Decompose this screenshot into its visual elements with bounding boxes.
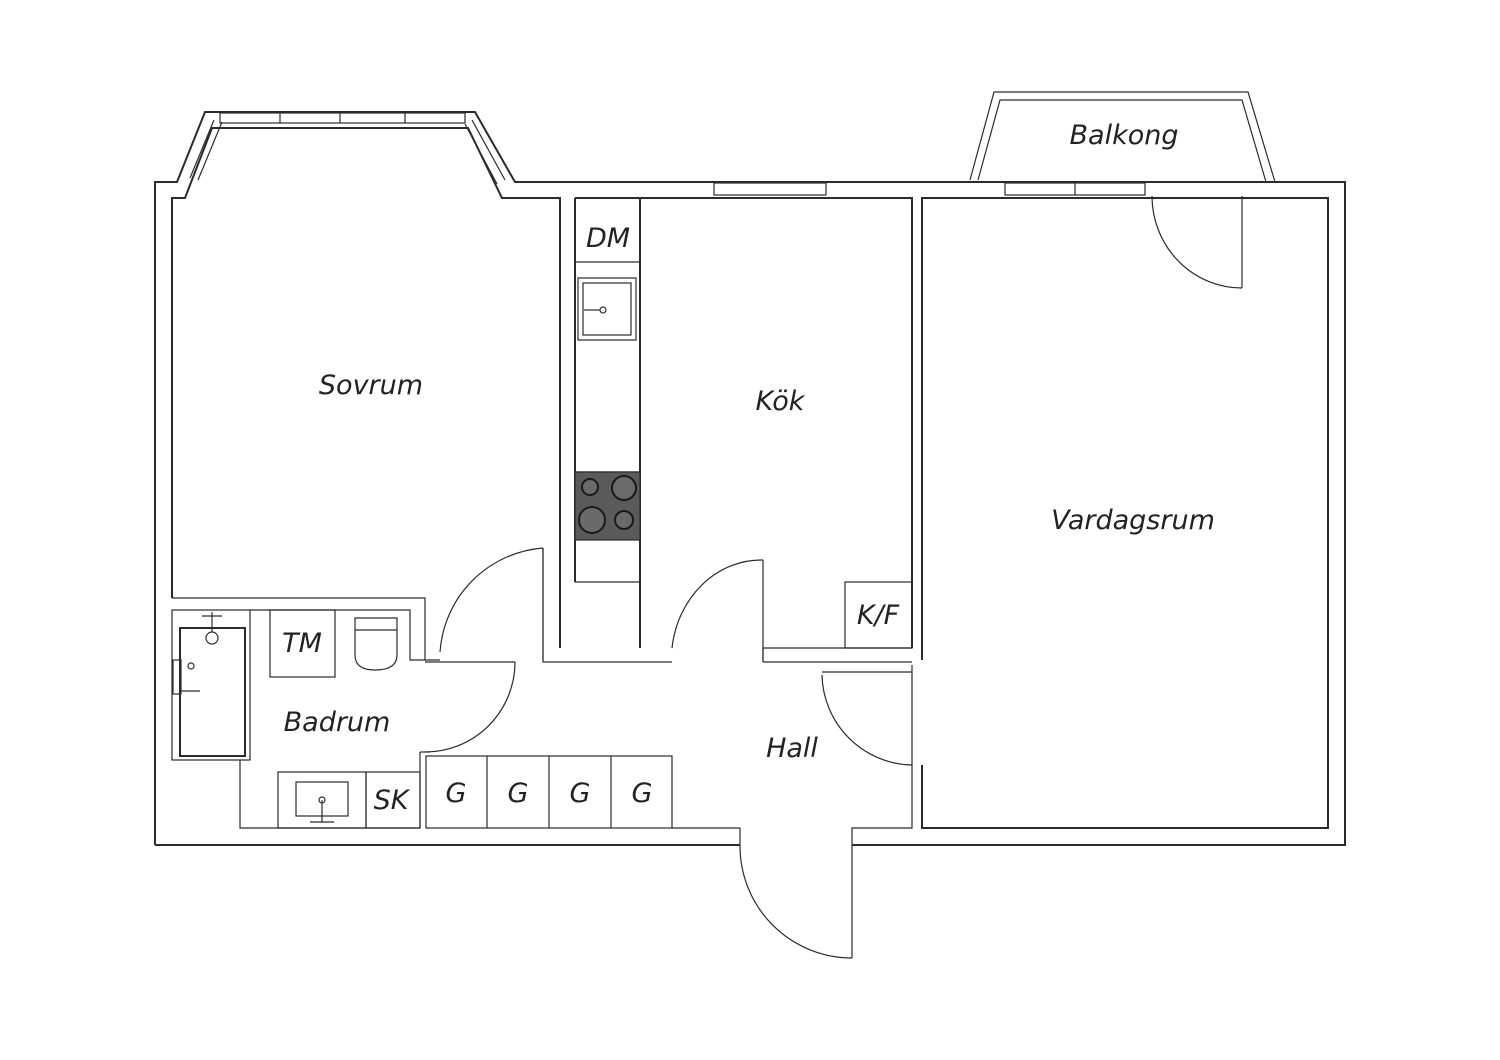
door-living-room (821, 672, 913, 766)
room-label-badrum: Badrum (284, 707, 391, 738)
room-label-vardagsrum: Vardagsrum (1051, 505, 1215, 536)
balcony-outline (969, 91, 1276, 183)
bathroom-cabinet (365, 771, 421, 829)
door-balcony (1151, 195, 1243, 289)
wardrobe-label-3: G (570, 778, 591, 809)
door-bedroom (439, 547, 544, 660)
bathroom-sink (277, 771, 367, 829)
wardrobe-label-1: G (446, 778, 467, 809)
exterior-walls (154, 111, 1346, 846)
kitchen-walls (542, 182, 913, 663)
kitchen-sink (577, 277, 637, 341)
fixture-label-sk: SK (374, 785, 411, 816)
room-label-hall: Hall (766, 733, 818, 764)
stove-hob (574, 471, 641, 541)
room-label-kok: Kök (756, 386, 806, 417)
bay-window (189, 112, 506, 185)
door-kitchen (671, 559, 764, 662)
washing-machine (269, 609, 336, 678)
fixture-label-dm: DM (586, 223, 630, 254)
fixture-label-tm: TM (282, 628, 322, 659)
toilet (354, 617, 398, 671)
wardrobe-label-2: G (508, 778, 529, 809)
balcony-inner (977, 99, 1267, 183)
shower-tray (172, 612, 246, 757)
room-label-sovrum: Sovrum (319, 370, 423, 401)
room-label-balkong: Balkong (1070, 120, 1179, 151)
door-entrance (739, 844, 853, 959)
fixture-label-kf: K/F (857, 600, 900, 631)
fridge-freezer (844, 581, 913, 649)
door-bathroom (424, 661, 516, 753)
wardrobes (425, 755, 673, 829)
wardrobe-label-4: G (632, 778, 653, 809)
